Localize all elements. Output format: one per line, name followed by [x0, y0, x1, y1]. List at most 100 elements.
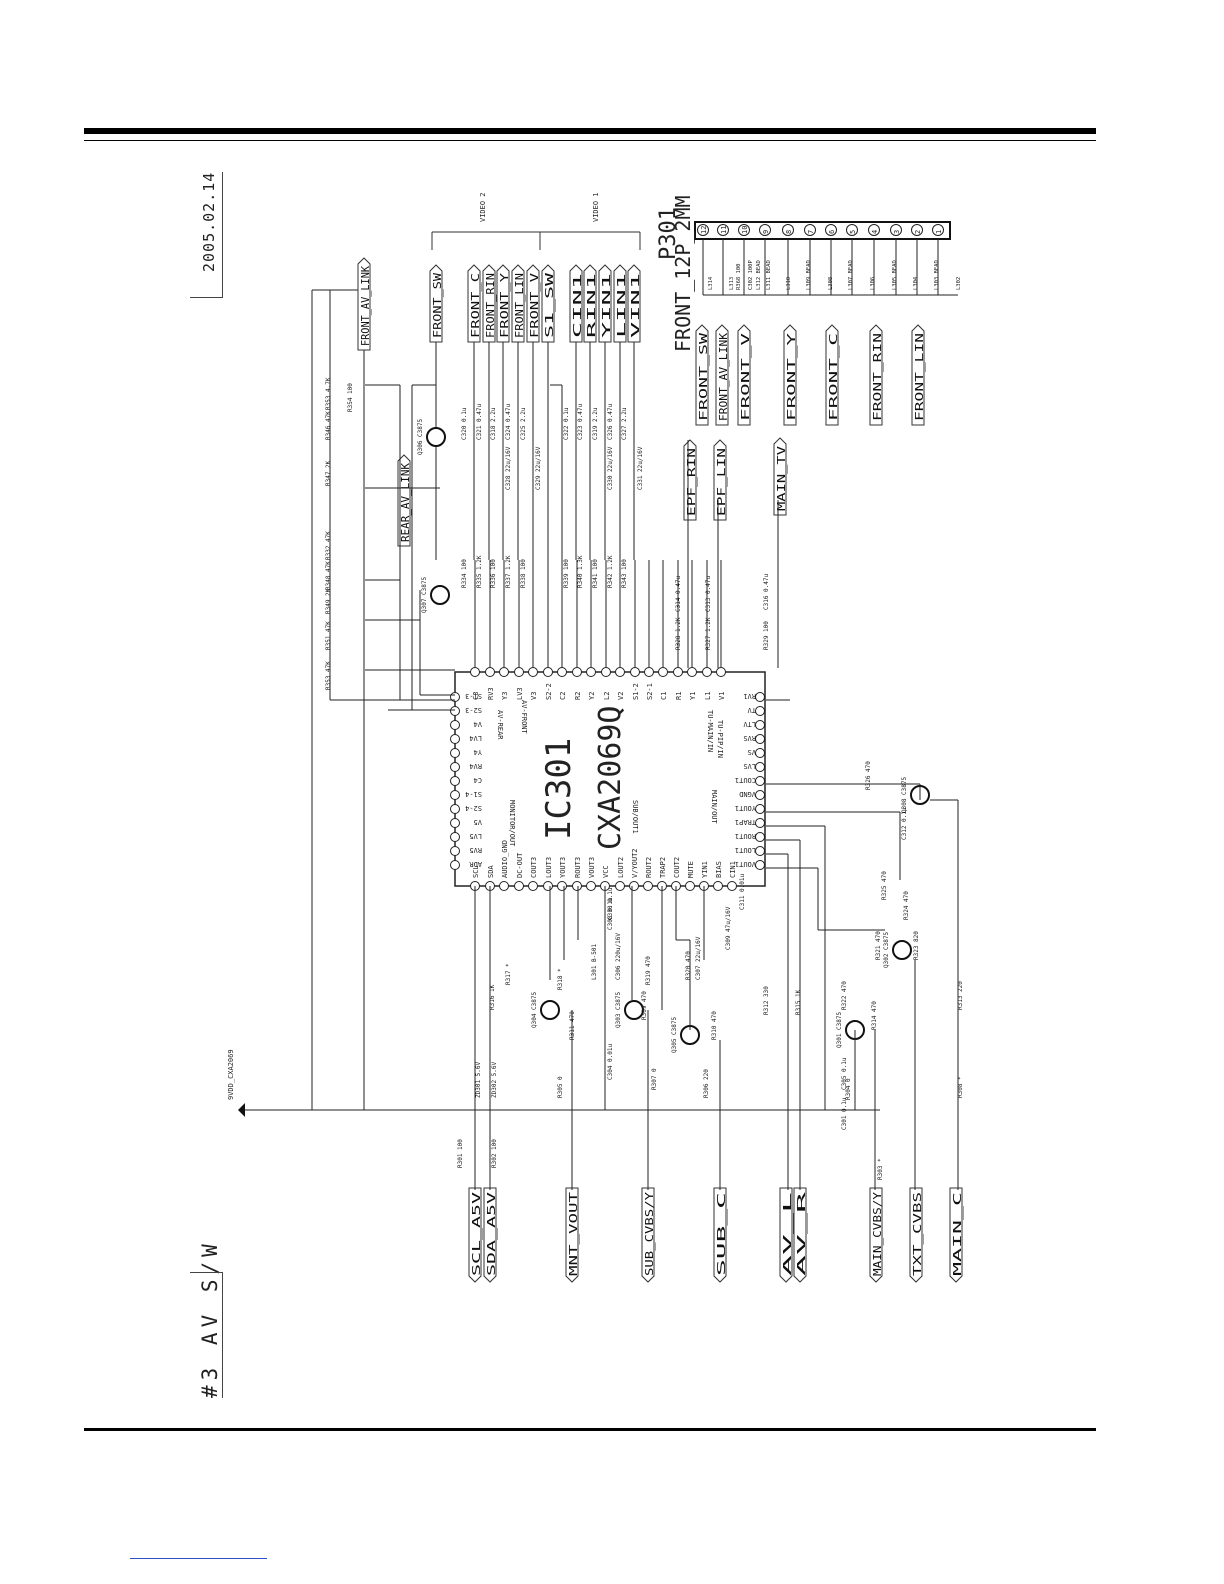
- component-label: L307 BEAD: [848, 260, 854, 290]
- ic-pin-label: ADR: [469, 860, 482, 868]
- connector-pin-number: 7: [807, 230, 815, 234]
- signal-flag: EPF_LIN: [713, 439, 728, 521]
- ic-pin: [727, 881, 737, 891]
- connector-pin: [738, 224, 750, 236]
- component-label: C305 0.1u: [841, 1057, 848, 1090]
- component-label: R315 1K: [795, 989, 802, 1015]
- resistor-label: R347 2K: [325, 460, 332, 486]
- ic-pin-label: LOUT3: [545, 857, 553, 878]
- ic-pin-label: TV: [747, 706, 756, 714]
- resistor-label: R332 47K: [325, 531, 332, 560]
- component-label: R304 0: [845, 1078, 852, 1100]
- ic-pin-label: S1-3: [465, 692, 482, 700]
- signal-flag: VIN1: [627, 264, 642, 343]
- output-flag: TXT_CVBS: [909, 1187, 924, 1283]
- output-flag: SDA_A5V: [483, 1187, 498, 1283]
- date-box-foot: [190, 297, 223, 298]
- ic-pin-label: RVS: [743, 734, 756, 742]
- flag-text: SDA_A5V: [485, 1191, 498, 1276]
- power-rail: [245, 289, 880, 1111]
- output-flag: MNT_VOUT: [565, 1187, 580, 1283]
- flag-text: S1_SW: [543, 272, 556, 338]
- flag-text: SUB_CVBS/Y: [643, 1192, 656, 1276]
- ic-pin: [755, 832, 765, 842]
- flag-text: TXT_CVBS: [911, 1192, 924, 1276]
- ic-pin-label: Y3: [501, 692, 509, 700]
- ic-pin: [514, 881, 524, 891]
- ic-pin-label: V3: [530, 692, 538, 700]
- ic-pin-label: S2-4: [465, 804, 482, 812]
- resistor-label: R351 47K: [325, 621, 332, 650]
- flag-text: MAIN_C: [951, 1192, 964, 1276]
- component-label: C308 0.1u: [607, 897, 614, 930]
- ic-pin-label: V2: [617, 692, 625, 700]
- transistor-label: Q307 C3875: [421, 576, 428, 613]
- ic-pin-label: V4: [474, 720, 482, 728]
- ic-pin-label: COUT3: [530, 857, 538, 878]
- flag-text: FRONT_SW: [697, 332, 710, 421]
- resistor-label: R349 2K: [325, 588, 332, 614]
- flag-text: REAR_AV_LINK: [399, 463, 412, 542]
- signal-flag: FRONT_RIN: [482, 264, 497, 343]
- component-label: L306: [870, 277, 876, 290]
- ic-pin-label: COUT2: [673, 857, 681, 878]
- ic-pin: [716, 667, 726, 677]
- output-flag: MAIN_CVBS/Y: [869, 1187, 884, 1283]
- date-box-line: [222, 172, 223, 298]
- transistor-symbol: [426, 427, 446, 447]
- ic-pin: [702, 667, 712, 677]
- component-label: R317 *: [505, 963, 512, 985]
- flag-text: MNT_VOUT: [567, 1191, 580, 1276]
- resistor-label: R346 47K: [325, 411, 332, 440]
- ic-pin-label: Y4: [474, 748, 482, 756]
- resistor-label: R354 100: [347, 383, 354, 412]
- capacitor-label: C314 0.47u: [675, 575, 682, 612]
- ic-pin: [450, 748, 460, 758]
- ic-pin: [755, 748, 765, 758]
- output-flag: AV_R: [793, 1187, 808, 1283]
- resistor-label: R334 100: [461, 559, 468, 588]
- capacitor-label: C330 22u/16V: [607, 446, 614, 490]
- signal-flag: FRONT_V: [526, 264, 541, 343]
- component-label: R319 470: [645, 956, 652, 985]
- ic-group-label: AV-REAR: [496, 710, 504, 740]
- connector-flag: FRONT_SW: [695, 324, 710, 426]
- flag-text: SUB_C: [715, 1192, 728, 1276]
- ic-pin-label: S1-2: [632, 683, 640, 700]
- flag-text: FRONT_Y: [498, 272, 511, 338]
- ic-pin-label: L1: [704, 692, 712, 700]
- component-label: R314 470: [871, 1001, 878, 1030]
- transistor-label: Q301 C3875: [836, 1011, 843, 1048]
- component-label: R322 470: [841, 981, 848, 1010]
- component-label: R323 820: [913, 931, 920, 960]
- ic-pin-label: LV3: [516, 687, 524, 700]
- transistor-label: Q305 C3875: [671, 1016, 678, 1053]
- power-label: 9VDD_CXA2069: [227, 1049, 235, 1100]
- resistor-label: R327 1.2K: [705, 617, 712, 650]
- ic-pin: [687, 667, 697, 677]
- ic-pin: [450, 832, 460, 842]
- component-label: R310 470: [711, 1011, 718, 1040]
- resistor-label: R343 100: [621, 559, 628, 588]
- ic-group-label: SUB/OUT1: [631, 800, 639, 834]
- ic-pin: [755, 818, 765, 828]
- ic-pin: [543, 881, 553, 891]
- ic-pin-label: AUDIO_GND: [501, 840, 509, 878]
- ic-pin-label: Y1: [689, 692, 697, 700]
- signal-flag: FRONT_AV_LINK: [357, 257, 372, 351]
- ic-pin: [685, 881, 695, 891]
- ic-pin-label: RV3: [487, 687, 495, 700]
- video2-label: VIDEO 2: [479, 192, 487, 222]
- ic-pin-label: RV5: [469, 846, 482, 854]
- resistor-label: R338 100: [520, 559, 527, 588]
- flag-text: EPF_RIN: [685, 448, 698, 516]
- ic-pin-label: C1: [660, 692, 668, 700]
- ic-pin-label: LV5: [469, 832, 482, 840]
- ic-pin-label: RV1: [743, 692, 756, 700]
- component-label: L314: [708, 276, 714, 290]
- connector-pin-number: 10: [741, 226, 749, 234]
- ic-pin: [755, 860, 765, 870]
- ic-pin: [755, 804, 765, 814]
